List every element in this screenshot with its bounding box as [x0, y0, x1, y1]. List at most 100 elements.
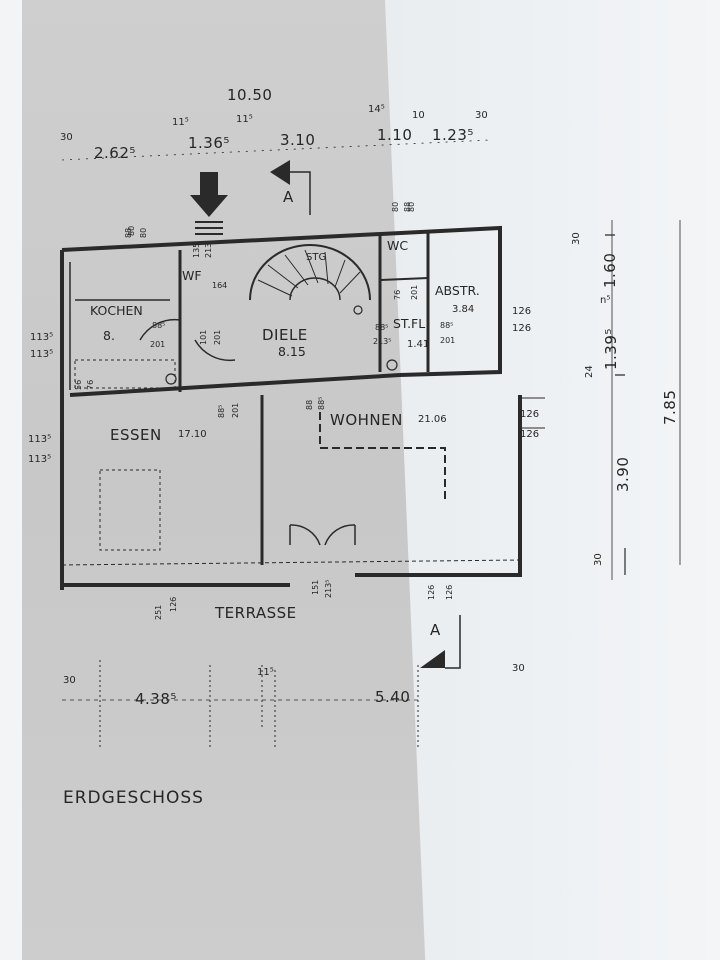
dim-mark: 30 [63, 675, 76, 686]
opening-dim: 88 [305, 399, 314, 410]
top-dim-3: 3.10 [280, 131, 316, 149]
door-swing-wohnen-left [289, 525, 356, 545]
opening-dim: 151 [311, 579, 320, 595]
top-dim-1: 2.62⁵ [94, 144, 136, 162]
room-wf: WF [182, 268, 202, 283]
room-terrasse: TERRASSE [215, 604, 297, 622]
door-swing-kochen [139, 318, 181, 341]
dim-mark: 11⁵ [257, 667, 274, 678]
opening-dim: 80 [391, 201, 400, 212]
opening-dim: 101 [199, 329, 208, 345]
right-dim-3: 3.90 [614, 456, 632, 492]
section-arrow-top-icon [270, 160, 290, 185]
right-dim-1: 1.60 [601, 252, 619, 288]
wc-sink-icon [386, 359, 398, 371]
opening-dim: 56 [74, 379, 83, 390]
left-dim: 113⁵ [28, 454, 52, 465]
dim-mark: 30 [475, 110, 488, 121]
section-line-bottom [445, 615, 461, 669]
opening-dim: 251 [154, 604, 163, 620]
dim-mark: 30 [512, 663, 525, 674]
essen-table [99, 469, 161, 551]
left-dim: 113⁵ [30, 332, 54, 343]
paper-shadow-half [22, 0, 430, 960]
room-diele: DIELE [262, 326, 308, 344]
dim-mark: 24 [584, 365, 595, 378]
dim-mark: n⁵ [600, 295, 611, 306]
opening-dim: 80 [139, 227, 148, 238]
opening-dim: 126 [445, 584, 454, 600]
opening-dim: 213⁵ [324, 579, 333, 598]
opening-dim: 201 [231, 402, 240, 418]
top-dim-2: 1.36⁵ [188, 134, 230, 152]
room-diele-area: 8.15 [278, 344, 306, 359]
plan-title: ERDGESCHOSS [63, 788, 204, 808]
dim-mark: 30 [571, 232, 582, 245]
room-essen: ESSEN [110, 426, 162, 444]
room-abstr-area: 3.84 [452, 304, 475, 315]
opening-dim: 126 [512, 323, 532, 334]
opening-dim: 76 [86, 379, 95, 390]
opening-dim: 88⁵ [440, 321, 454, 330]
wall-kochen-essen [69, 373, 401, 397]
opening-dim: 213 [204, 242, 213, 258]
room-essen-area: 17.10 [178, 429, 207, 440]
door-swing-diele [194, 339, 236, 362]
opening-dim: 201 [440, 336, 456, 345]
opening-dim: 201 [410, 284, 419, 300]
room-wc: WC [387, 238, 409, 253]
outer-wall-north [61, 225, 502, 260]
door-swing-terrasse [289, 524, 356, 546]
section-label-bottom: A [430, 621, 441, 639]
room-stfl-area: 1.41 [407, 339, 430, 350]
opening-dim: 126 [427, 584, 436, 600]
dim-mark: 11⁵ [236, 114, 253, 125]
stair-node-icon [353, 305, 363, 315]
opening-dim: 88⁵ [375, 323, 389, 332]
top-dim-5: 1.23⁵ [432, 126, 474, 144]
entrance-steps [195, 221, 223, 235]
room-kochen-area: 8. [103, 328, 115, 343]
room-abstr: ABSTR. [435, 283, 480, 298]
bottom-dim-2: 5.40 [375, 688, 411, 706]
opening-dim: 126 [520, 409, 540, 420]
left-dim: 113⁵ [28, 434, 52, 445]
opening-dim: 76 [393, 289, 402, 300]
opening-dim: 201 [213, 329, 222, 345]
room-kochen: KOCHEN [90, 303, 143, 318]
sink-icon [165, 373, 177, 385]
right-markers [605, 234, 626, 575]
opening-dim: 135 [192, 242, 201, 258]
section-label-top: A [283, 188, 294, 206]
dim-mark: 10 [412, 110, 425, 121]
left-dim: 113⁵ [30, 349, 54, 360]
opening-dim: 88⁵ [317, 396, 326, 410]
wall-wc [379, 277, 429, 281]
dim-mark: 30 [60, 132, 73, 143]
spiral-stair-inner [289, 277, 341, 301]
dim-line-right [611, 220, 681, 580]
dim-mark: 14⁵ [368, 104, 385, 115]
top-dim-4: 1.10 [377, 126, 413, 144]
opening-dim: 213⁵ [373, 337, 392, 346]
section-line-top [290, 171, 311, 215]
opening-dim: 88⁵ [152, 321, 166, 330]
total-width-label: 10.50 [227, 86, 273, 104]
outer-wall-east [399, 260, 502, 377]
total-depth-label: 7.85 [661, 389, 679, 425]
terrasse-line [61, 559, 521, 566]
opening-dim: 126 [512, 306, 532, 317]
bottom-dim-1: 4.38⁵ [135, 690, 177, 708]
opening-dim: 80 [127, 225, 136, 236]
opening-dim: 164 [212, 281, 228, 290]
wohnen-sofa [319, 412, 446, 500]
wall-stair [378, 232, 430, 372]
right-dim-2: 1.39⁵ [602, 328, 620, 370]
outer-wall-south [62, 395, 522, 587]
stair-treads [257, 249, 361, 297]
room-stg: STG [306, 252, 327, 263]
spiral-stair [249, 244, 371, 301]
room-wohnen: WOHNEN [330, 411, 403, 429]
opening-dim: 126 [520, 429, 540, 440]
